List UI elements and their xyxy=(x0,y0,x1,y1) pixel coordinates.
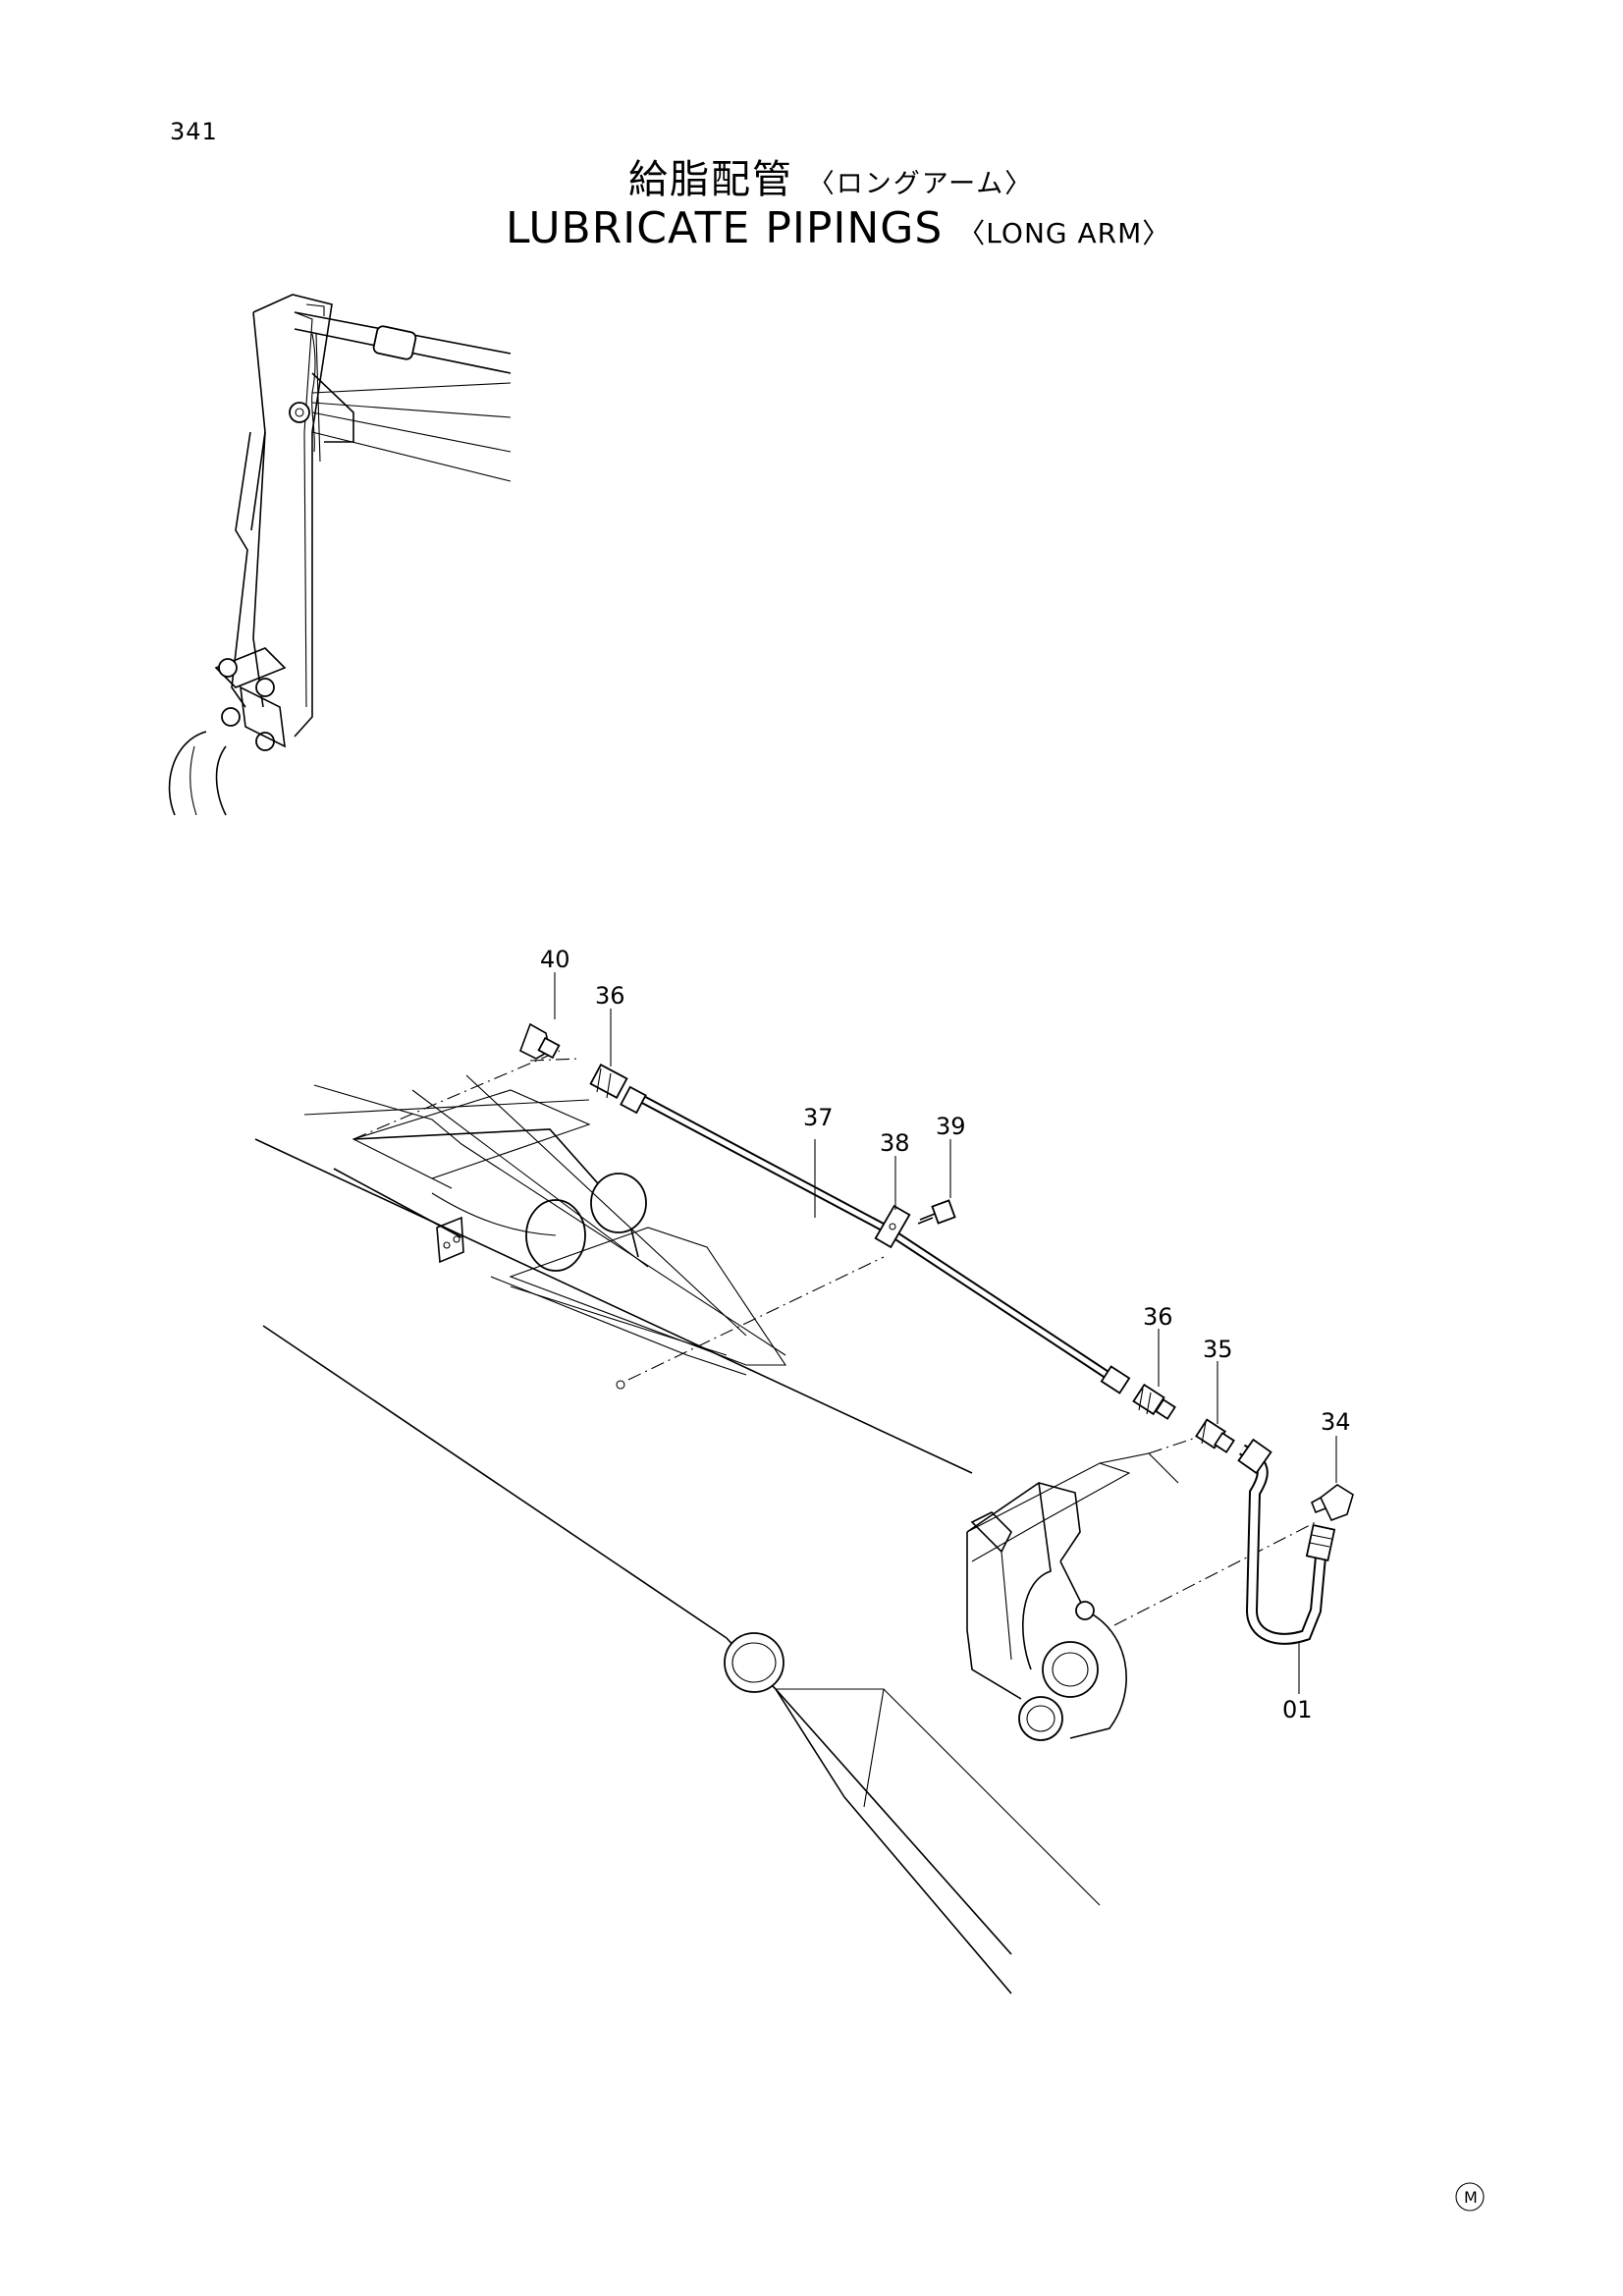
callout-labels: 40 36 37 38 39 36 35 34 01 xyxy=(540,946,1351,1723)
callout-01: 01 xyxy=(1282,1696,1313,1723)
callout-39: 39 xyxy=(936,1113,966,1140)
callout-40: 40 xyxy=(540,946,570,973)
callout-36-bottom: 36 xyxy=(1143,1303,1173,1331)
hose-icon xyxy=(1237,1438,1336,1645)
adapter-icon xyxy=(1132,1383,1176,1420)
connector-icon xyxy=(1195,1418,1235,1453)
callout-34: 34 xyxy=(1321,1408,1351,1436)
title-english-sub: 〈LONG ARM〉 xyxy=(957,217,1171,249)
grease-nipple-icon xyxy=(519,1022,561,1060)
adapter-icon xyxy=(589,1064,647,1115)
title-japanese: 給脂配管 〈ロングアーム〉 xyxy=(628,147,1033,204)
title-english: LUBRICATE PIPINGS 〈LONG ARM〉 xyxy=(506,203,1170,253)
mark-letter: M xyxy=(1464,2188,1478,2207)
elbow-icon xyxy=(1310,1484,1354,1522)
overview-sketch xyxy=(168,294,512,816)
lubricate-pipe xyxy=(635,1093,1117,1384)
page-number: 341 xyxy=(170,118,218,145)
callout-leaders xyxy=(554,972,1337,1694)
title-english-main: LUBRICATE PIPINGS xyxy=(506,203,944,253)
callout-36-top: 36 xyxy=(595,982,625,1010)
bolt-icon xyxy=(917,1199,956,1225)
callout-35: 35 xyxy=(1203,1336,1233,1363)
callout-38: 38 xyxy=(880,1129,910,1157)
circled-m-mark: M xyxy=(1455,2182,1485,2212)
fitting-group xyxy=(519,1022,1354,1645)
arm-body xyxy=(254,1050,1317,1995)
callout-37: 37 xyxy=(803,1104,834,1131)
title-japanese-main: 給脂配管 xyxy=(628,157,793,202)
title-japanese-sub: 〈ロングアーム〉 xyxy=(807,169,1034,199)
